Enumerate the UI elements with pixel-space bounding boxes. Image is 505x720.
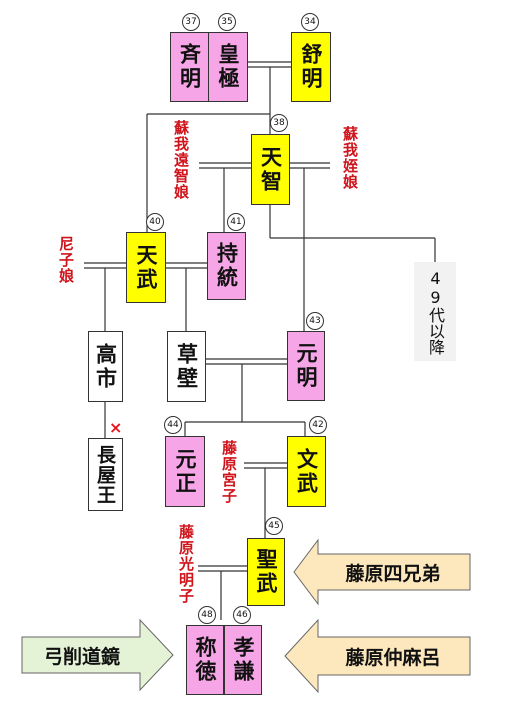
reign-number-35: 35 <box>218 13 236 31</box>
emperor-jito: 持統 <box>207 232 246 300</box>
later-generations: 49代以降 <box>414 262 456 361</box>
reign-number-46: 46 <box>233 606 251 624</box>
consort-soga-ochi: 蘇我遠智娘 <box>172 120 190 200</box>
reign-number-42: 42 <box>309 416 327 434</box>
consort-fujiwara-miyako: 藤原宮子 <box>220 440 238 504</box>
emperor-jomei: 舒明 <box>291 32 331 102</box>
emperor-tenmu: 天武 <box>126 232 166 303</box>
reign-number-37: 37 <box>182 13 200 31</box>
reign-number-48: 48 <box>198 606 216 624</box>
reign-number-41: 41 <box>227 213 245 231</box>
reign-number-44: 44 <box>164 416 182 434</box>
nagaya-death-mark: × <box>109 418 123 437</box>
emperor-genmei: 元明 <box>287 331 325 401</box>
prince-kusakabe: 草壁 <box>167 331 206 402</box>
arrow-label-nakamaro: 藤原仲麻呂 <box>345 646 441 669</box>
reign-number-38: 38 <box>270 114 288 132</box>
arrow-label-dokyo: 弓削道鏡 <box>43 645 120 668</box>
arrow-dokyo <box>21 618 174 692</box>
emperor-gensho: 元正 <box>165 436 205 507</box>
reign-number-43: 43 <box>306 312 324 330</box>
emperor-kogyoku: 皇極 <box>208 32 248 102</box>
reign-number-34: 34 <box>301 13 319 31</box>
arrow-fujiwara-four <box>293 538 471 606</box>
prince-nagaya: 長屋王 <box>88 438 123 511</box>
emperor-shotoku: 称徳 <box>186 625 224 695</box>
emperor-monmu: 文武 <box>287 436 326 507</box>
consort-soga-mei: 蘇我姪娘 <box>341 126 359 190</box>
consort-ama: 尼子娘 <box>57 236 75 284</box>
emperor-koken: 孝謙 <box>224 625 262 695</box>
reign-number-40: 40 <box>146 213 164 231</box>
arrow-nakamaro <box>284 618 471 694</box>
emperor-shomu: 聖武 <box>247 538 285 606</box>
reign-number-45: 45 <box>265 517 283 535</box>
emperor-tenji: 天智 <box>251 134 290 205</box>
prince-takechi: 高市 <box>88 331 123 402</box>
consort-fujiwara-komyo: 藤原光明子 <box>177 524 195 604</box>
arrow-label-fujiwara-four: 藤原四兄弟 <box>345 562 441 585</box>
emperor-saimei: 斉明 <box>170 32 209 102</box>
